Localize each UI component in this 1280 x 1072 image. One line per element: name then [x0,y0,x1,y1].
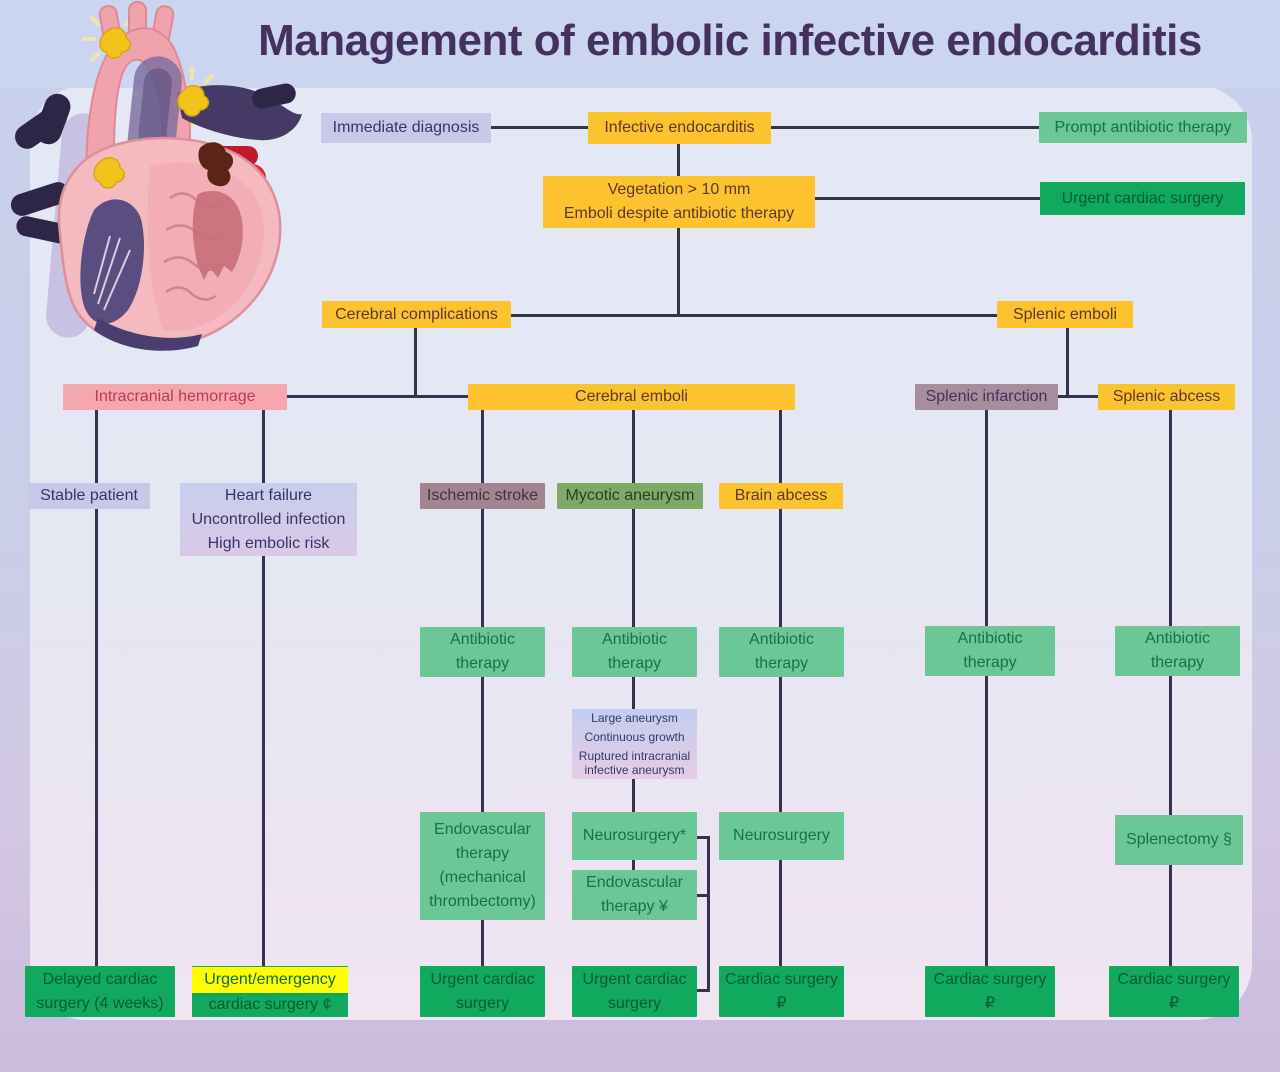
page-title: Management of embolic infective endocard… [258,16,1202,65]
node-label: Delayed cardiac surgery (4 weeks) [36,970,164,1012]
node-cerebral-emboli: Cerebral emboli [468,384,795,410]
node-mycotic-aneurysm: Mycotic aneurysm [557,483,703,509]
connector-line [771,126,1040,129]
node-label: Urgent cardiac surgery [430,970,535,1012]
node-line: Continuous growth [584,729,685,744]
node-label: Infective endocarditis [604,119,755,136]
connector-line [491,126,589,129]
node-infective-endocarditis: Infective endocarditis [588,112,771,144]
node-line: cardiac surgery ¢ [208,995,332,1013]
node-antibiotic-therapy-2: Antibiotic therapy [572,627,697,677]
node-label: Urgent cardiac surgery [1061,189,1224,207]
node-heart-failure-criteria: Heart failure Uncontrolled infection Hig… [180,483,357,556]
title-bar [0,0,1280,88]
node-stable-patient: Stable patient [28,483,150,509]
node-label: Brain abcess [734,487,828,504]
node-endovascular-therapy-yen: Endovascular therapy ¥ [572,870,697,920]
connector-line [95,409,98,970]
node-line: High embolic risk [207,534,330,552]
connector-line [707,836,710,992]
node-urgent-cardiac-surgery-2: Urgent cardiac surgery [572,966,697,1017]
node-label: Prompt antibiotic therapy [1054,118,1232,136]
node-antibiotic-therapy-1: Antibiotic therapy [420,627,545,677]
node-label: Intracranial hemorrage [94,388,256,405]
node-splenic-infarction: Splenic infarction [915,384,1058,410]
connector-line [1169,409,1172,970]
node-line-highlighted: Urgent/emergency [192,966,348,993]
node-splenic-abcess: Splenic abcess [1098,384,1235,410]
node-line: Ruptured intracranial infective aneurysm [578,749,691,778]
node-label: Antibiotic therapy [957,630,1023,671]
node-label: Antibiotic therapy [1145,630,1210,671]
connector-line [697,989,710,992]
node-label: Immediate diagnosis [332,119,480,136]
connector-line [511,314,998,317]
node-vegetation-criteria: Vegetation > 10 mm Emboli despite antibi… [543,176,815,228]
connector-line [262,409,265,970]
connector-line [697,836,710,839]
node-label: Stable patient [40,487,138,504]
node-label: Splenectomy § [1126,831,1232,848]
node-label: Cardiac surgery ₽ [725,970,838,1012]
node-label: Antibiotic therapy [602,631,667,672]
node-antibiotic-therapy-5: Antibiotic therapy [1115,626,1240,676]
node-label: Endovascular therapy (mechanical thrombe… [429,821,536,910]
node-label: Splenic infarction [925,388,1048,405]
node-line: Heart failure [224,486,313,504]
node-delayed-cardiac-surgery: Delayed cardiac surgery (4 weeks) [25,966,175,1017]
node-urgent-cardiac-surgery-1: Urgent cardiac surgery [420,966,545,1017]
node-label: Ischemic stroke [426,487,539,504]
heart-illustration-icon [10,1,302,351]
node-label: Mycotic aneurysm [565,487,695,504]
connector-line [697,894,710,897]
node-neurosurgery-asterisk: Neurosurgery* [572,812,697,860]
node-splenectomy: Splenectomy § [1115,815,1243,865]
node-label: Endovascular therapy ¥ [586,874,683,915]
node-cerebral-complications: Cerebral complications [322,301,511,328]
node-ischemic-stroke: Ischemic stroke [420,483,545,509]
connector-line [985,409,988,970]
node-label: Neurosurgery [733,827,830,844]
connector-line [1066,328,1069,398]
node-label: Cerebral emboli [575,388,688,405]
node-splenic-emboli: Splenic emboli [997,301,1133,328]
node-brain-abcess: Brain abcess [719,483,843,509]
connector-line [677,228,680,317]
connector-line [779,409,782,970]
connector-line [815,197,1041,200]
connector-line [481,409,484,970]
node-label: Cerebral complications [335,305,498,323]
node-line: Emboli despite antibiotic therapy [563,205,795,222]
node-cardiac-surgery-rub-1: Cardiac surgery ₽ [719,966,844,1017]
connector-line [677,144,680,176]
node-antibiotic-therapy-3: Antibiotic therapy [719,627,844,677]
node-label: Neurosurgery* [582,827,687,844]
node-label: Antibiotic therapy [749,631,814,672]
node-label: Antibiotic therapy [450,631,515,672]
node-endovascular-thrombectomy: Endovascular therapy (mechanical thrombe… [420,812,545,920]
node-antibiotic-therapy-4: Antibiotic therapy [925,626,1055,676]
node-line: Uncontrolled infection [191,510,346,528]
node-line: Vegetation > 10 mm [607,181,751,198]
node-intracranial-hemorrage: Intracranial hemorrage [63,384,287,410]
heart-illustration [2,0,314,354]
node-urgent-emergency-cardiac-surgery: Urgent/emergency cardiac surgery ¢ [192,966,348,1017]
node-label: Cardiac surgery ₽ [933,970,1047,1012]
node-immediate-diagnosis: Immediate diagnosis [321,113,491,143]
node-urgent-cardiac-surgery-top: Urgent cardiac surgery [1040,182,1245,215]
connector-line [414,328,417,398]
node-label: Urgent cardiac surgery [582,970,687,1012]
node-label: Cardiac surgery ₽ [1117,970,1231,1012]
node-prompt-antibiotic-therapy: Prompt antibiotic therapy [1039,112,1247,143]
node-cardiac-surgery-rub-3: Cardiac surgery ₽ [1109,966,1239,1017]
node-cardiac-surgery-rub-2: Cardiac surgery ₽ [925,966,1055,1017]
node-label: Splenic emboli [1012,305,1118,323]
node-line: Large aneurysm [591,710,678,725]
node-neurosurgery: Neurosurgery [719,812,844,860]
connector-line [1058,395,1099,398]
connector-line [286,395,470,398]
node-aneurysm-complications: Large aneurysm Continuous growth Rupture… [572,709,697,779]
node-label: Splenic abcess [1112,388,1221,405]
